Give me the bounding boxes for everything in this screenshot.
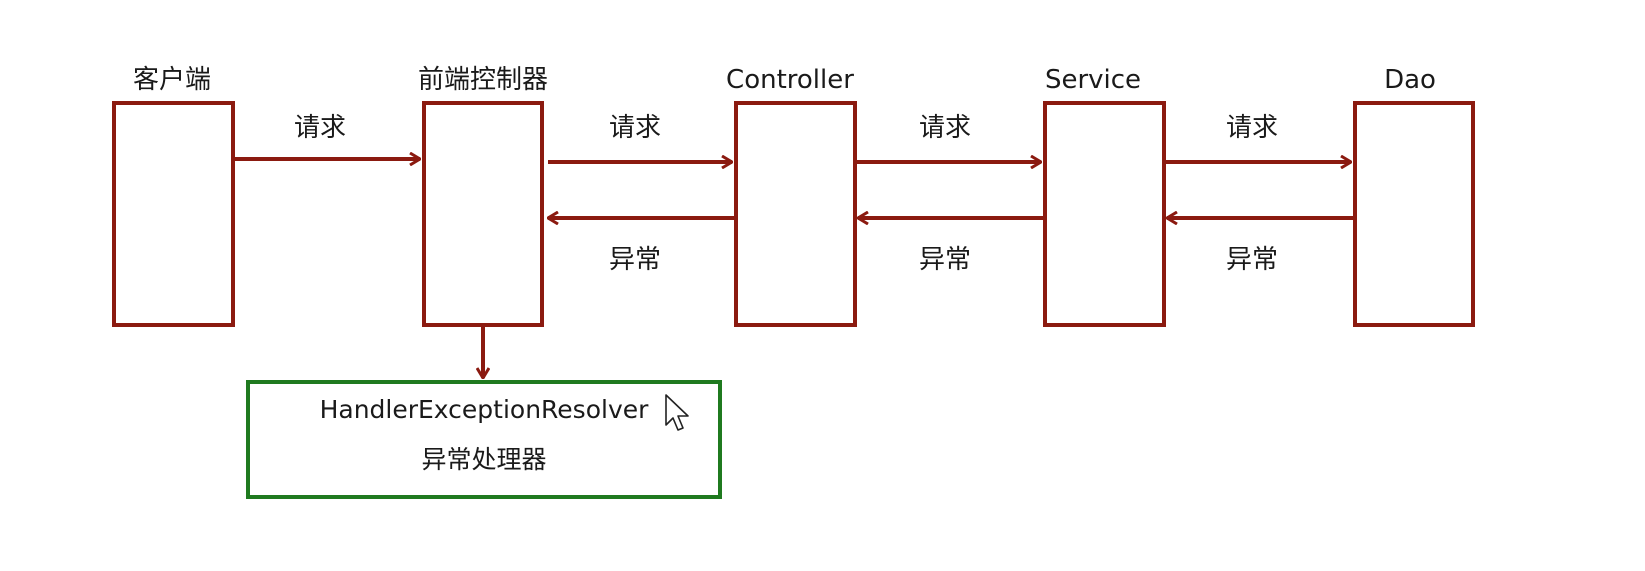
handler-name: HandlerExceptionResolver (320, 395, 650, 424)
edge-label-exception-3: 异常 (1226, 245, 1278, 275)
node-label-front-controller: 前端控制器 (418, 65, 548, 95)
edge-label-exception-2: 异常 (919, 245, 971, 275)
handler-description: 异常处理器 (421, 445, 546, 474)
edge-label-exception-1: 异常 (609, 245, 661, 275)
handler-box (246, 380, 722, 499)
node-box-dao (1353, 101, 1475, 327)
node-box-front-controller (422, 101, 544, 327)
node-box-client (112, 101, 235, 327)
mouse-pointer-icon (665, 394, 689, 431)
node-label-service: Service (1045, 65, 1141, 95)
edge-label-request-3: 请求 (919, 113, 971, 143)
edge-label-request-4: 请求 (1226, 113, 1278, 143)
node-label-dao: Dao (1384, 65, 1436, 95)
node-label-client: 客户端 (133, 65, 211, 95)
edge-label-request-2: 请求 (609, 113, 661, 143)
node-box-controller (734, 101, 857, 327)
node-box-service (1043, 101, 1166, 327)
node-label-controller: Controller (726, 65, 854, 95)
edge-label-request-1: 请求 (294, 113, 346, 143)
